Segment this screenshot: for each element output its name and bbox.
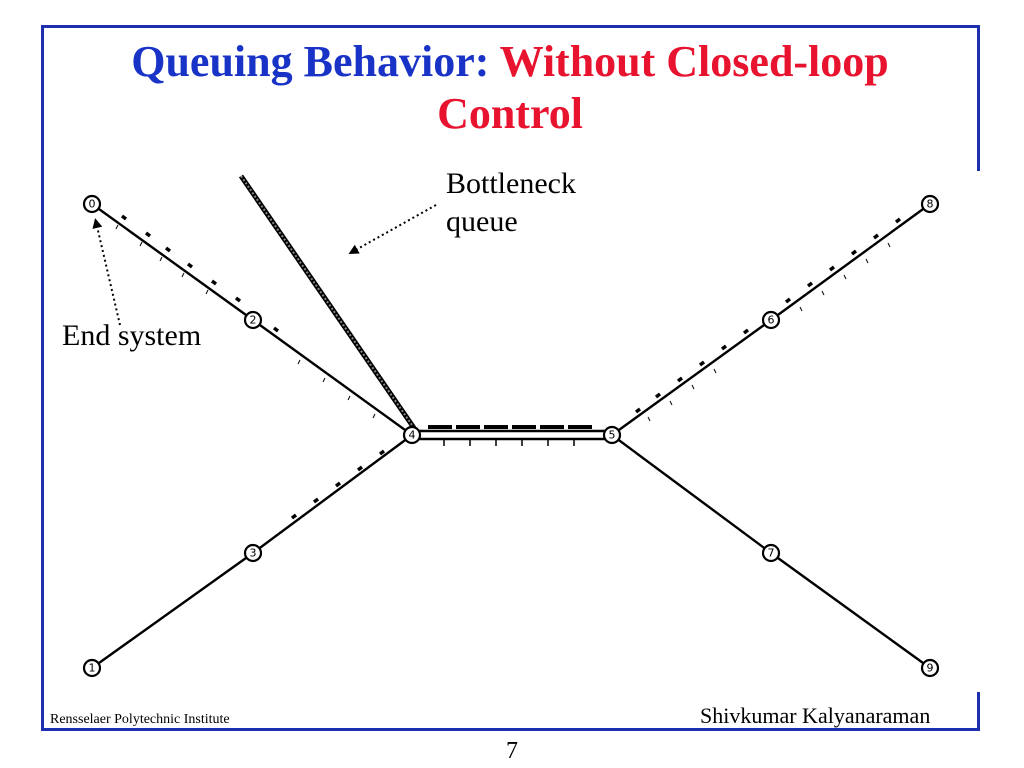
node-5 (602, 425, 622, 445)
packets-right (634, 217, 902, 414)
title-part-1: Queuing Behavior: (131, 37, 490, 86)
slide-title: Queuing Behavior: Without Closed-loop Co… (60, 36, 960, 140)
node-2 (243, 310, 263, 330)
acks-right (647, 242, 891, 422)
node-8-label: 8 (927, 198, 934, 211)
link-3-4 (252, 434, 413, 554)
node-9-label: 9 (927, 662, 934, 675)
footer-institution: Rensselaer Polytechnic Institute (50, 712, 230, 727)
link-7-9 (770, 552, 931, 669)
node-5-label: 5 (609, 429, 616, 442)
link-2-4 (252, 319, 413, 436)
bottleneck-arrow (348, 204, 437, 254)
bottleneck-label-line2: queue (446, 205, 518, 238)
packets-left (120, 214, 386, 520)
node-7-label: 7 (768, 547, 775, 560)
end-system-arrow (92, 218, 121, 326)
node-1-label: 1 (89, 662, 96, 675)
link-6-8 (770, 203, 931, 321)
node-0 (82, 194, 102, 214)
link-5-6 (611, 319, 772, 436)
link-5-7 (611, 434, 772, 554)
link-1-3 (91, 552, 254, 669)
node-9 (920, 658, 940, 678)
node-8 (920, 194, 940, 214)
node-4 (402, 425, 422, 445)
bottleneck-queue-bar (238, 174, 417, 430)
slide-frame-right-bottom (977, 692, 980, 731)
node-4-label: 4 (409, 429, 416, 442)
title-part-3: Control (437, 89, 583, 138)
node-6 (761, 310, 781, 330)
link-0-2 (91, 203, 254, 321)
node-3 (243, 543, 263, 563)
page-number: 7 (506, 738, 518, 764)
end-system-label: End system (62, 319, 202, 352)
slide-frame (41, 25, 979, 731)
node-1 (82, 658, 102, 678)
node-6-label: 6 (768, 314, 775, 327)
acks-left (115, 224, 376, 419)
node-2-label: 2 (250, 314, 257, 327)
node-3-label: 3 (250, 547, 257, 560)
bottleneck-label-line1: Bottleneck (446, 167, 576, 200)
title-part-2: Without Closed-loop (499, 37, 889, 86)
footer-author: Shivkumar Kalyanaraman (700, 703, 931, 728)
bottleneck-acks (443, 440, 575, 446)
node-0-label: 0 (89, 198, 96, 211)
slide-frame-right-top (977, 25, 980, 171)
node-7 (761, 543, 781, 563)
